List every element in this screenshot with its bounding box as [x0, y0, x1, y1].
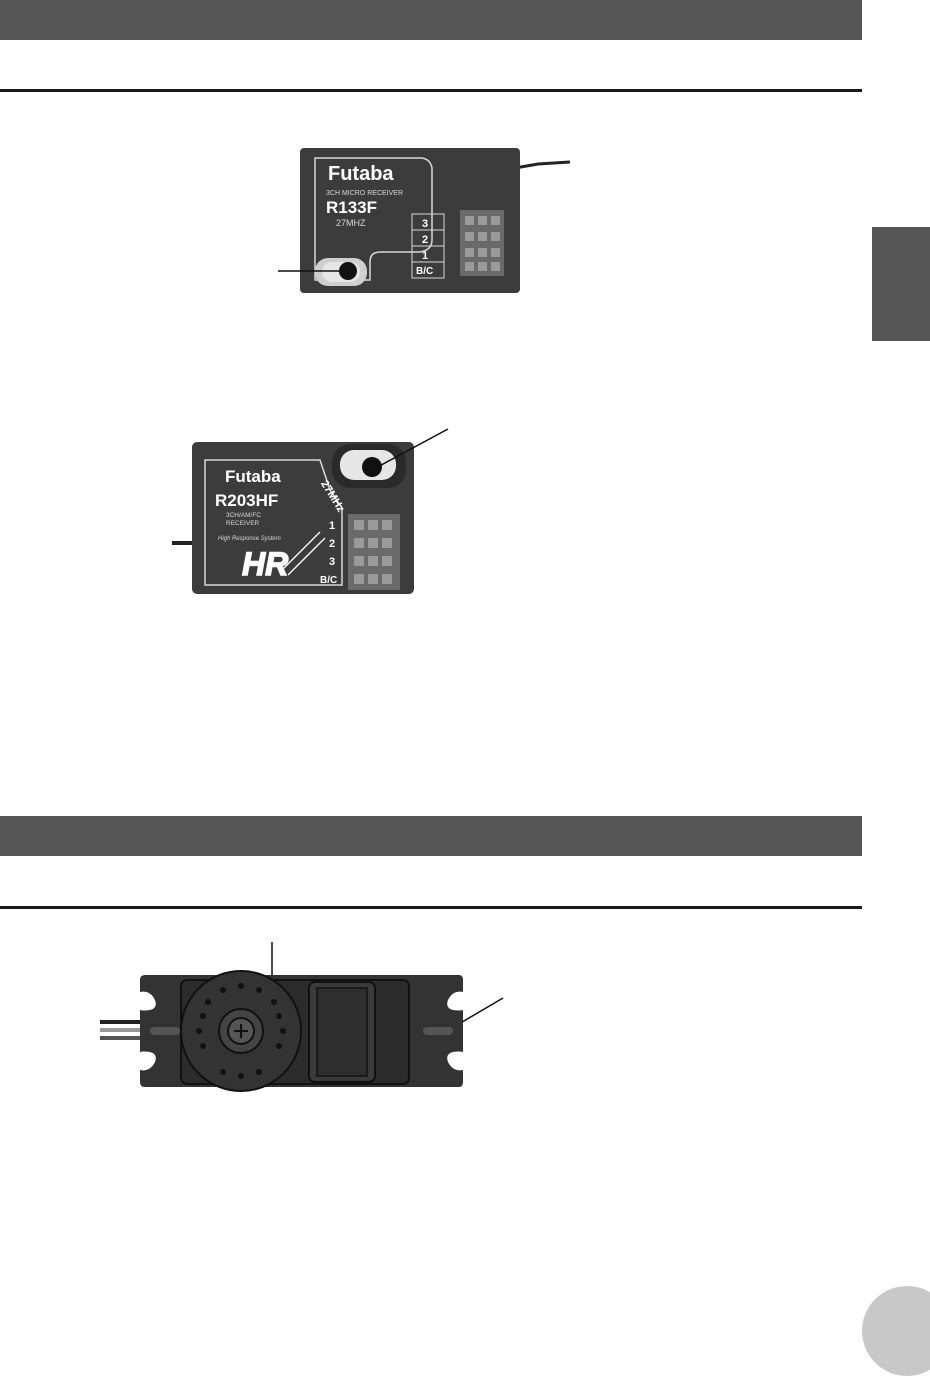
receiver1-channel-2: 2 — [422, 234, 428, 246]
receiver2-channel-2: 2 — [329, 538, 335, 550]
receiver1-channel-3: 3 — [422, 218, 428, 230]
receiver-r203hf-figure: Futaba R203HF 3CH/AM/FC RECEIVER 27MHz H… — [172, 442, 414, 594]
receiver2-model: R203HF — [215, 491, 278, 510]
receiver1-freq: 27MHZ — [336, 218, 366, 228]
receiver1-connector — [460, 210, 504, 276]
receiver2-hr-logo: HR — [242, 546, 288, 582]
receiver2-connector — [348, 514, 400, 590]
servo-horn — [180, 970, 302, 1092]
side-tab — [872, 227, 930, 341]
receiver1-subtitle: 3CH MICRO RECEIVER — [326, 190, 403, 197]
receiver2-callout-dot — [362, 457, 382, 477]
page-number-badge — [862, 1286, 930, 1376]
section-rule-middle — [0, 906, 862, 909]
receiver1-channel-1: 1 — [422, 250, 428, 262]
receiver1-model: R133F — [326, 198, 377, 217]
receiver1-callout-dot — [339, 262, 357, 280]
section-header-band-middle — [0, 816, 862, 856]
section-rule-top — [0, 89, 862, 92]
receiver-r133f-figure: Futaba 3CH MICRO RECEIVER R133F 27MHZ 3 … — [300, 148, 571, 293]
receiver2-channel-1: 1 — [329, 520, 335, 532]
receiver2-channel-3: 3 — [329, 556, 335, 568]
receiver1-brand: Futaba — [328, 163, 394, 185]
receiver2-tagline: High Response System — [218, 536, 281, 542]
receiver1-callout-line — [278, 270, 342, 272]
receiver2-subtitle-line2: RECEIVER — [226, 520, 260, 527]
receiver2-channel-bc: B/C — [320, 575, 337, 586]
receiver1-channel-labels: 3 2 1 B/C — [411, 213, 445, 279]
receiver2-callout-line — [371, 428, 449, 471]
receiver1-channel-bc: B/C — [416, 266, 433, 277]
servo-figure — [100, 942, 504, 1092]
receiver2-brand: Futaba — [225, 467, 281, 486]
section-header-band-top — [0, 0, 862, 40]
receiver2-subtitle-line1: 3CH/AM/FC — [226, 512, 261, 519]
